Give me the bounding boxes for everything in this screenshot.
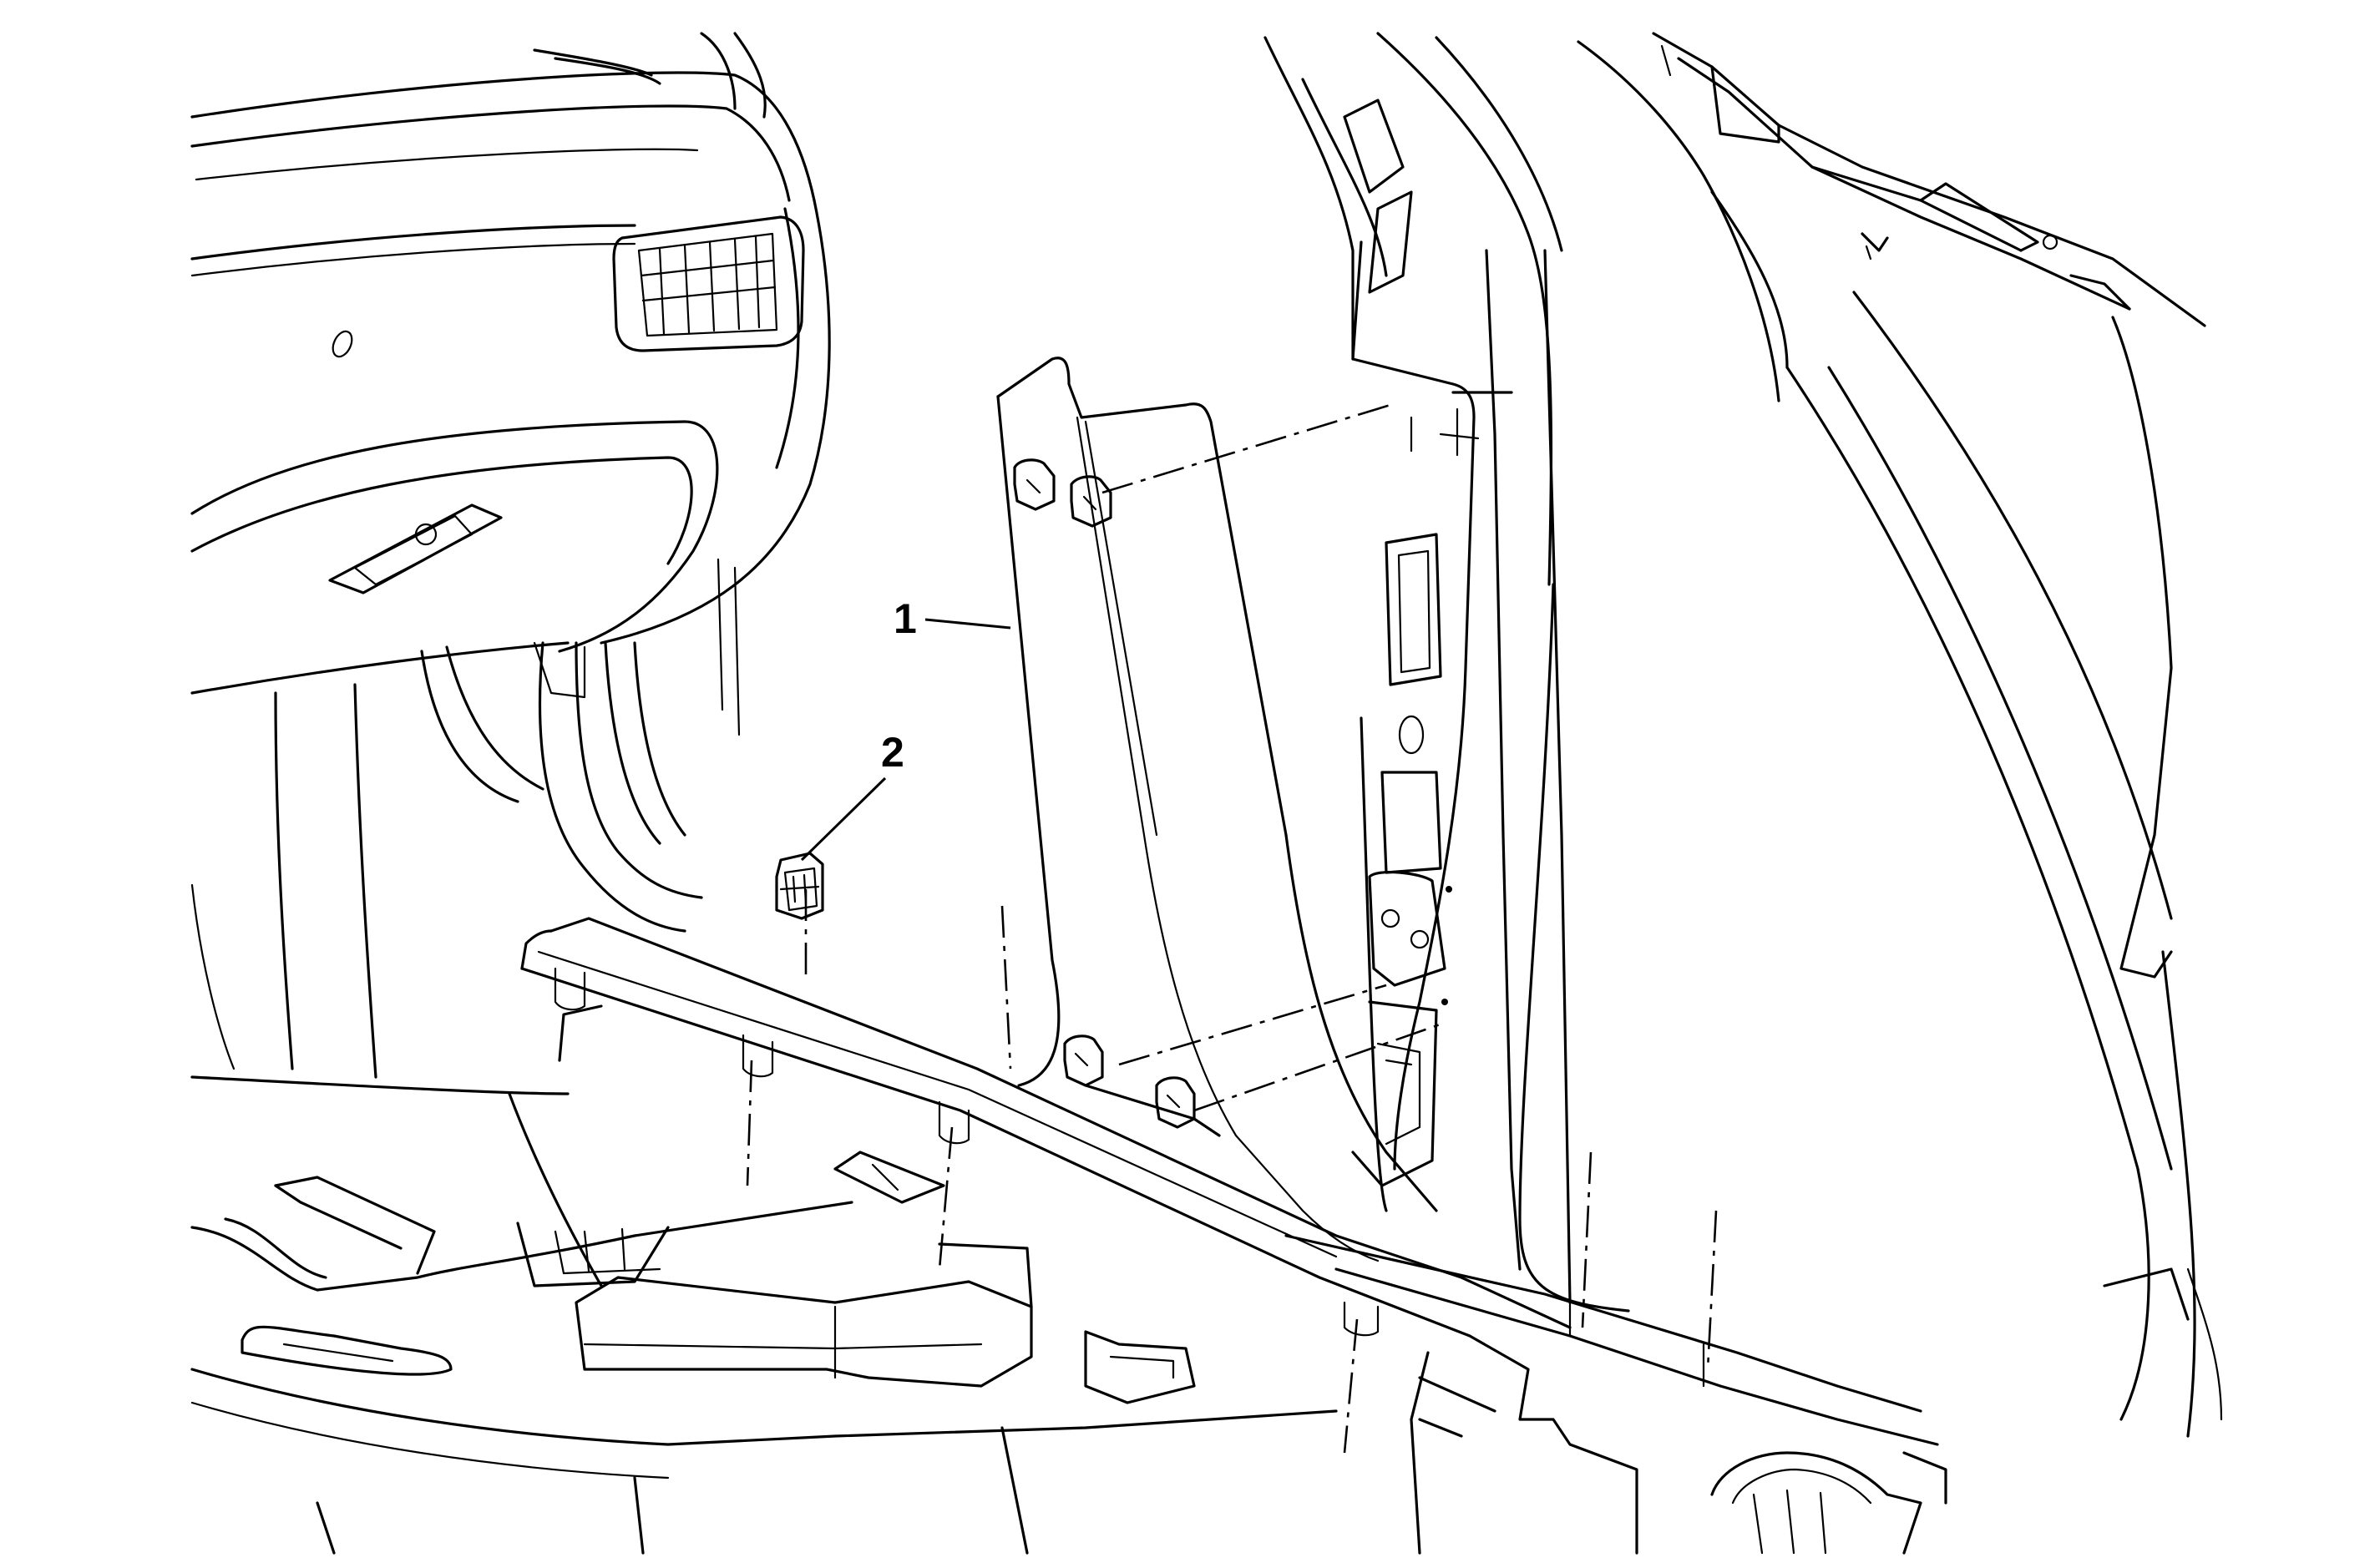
callout-2: 2 — [800, 729, 904, 862]
callout-1-label: 1 — [894, 595, 917, 642]
pillar-trim-panel — [996, 357, 1438, 1262]
callout-1: 1 — [894, 595, 1011, 642]
instrument-panel — [190, 32, 831, 695]
callout-2-leader — [800, 776, 887, 862]
floor-console — [190, 1151, 1430, 1555]
trim-clip-lower — [1063, 1034, 1196, 1129]
trim-clip-upper — [1013, 458, 1112, 528]
air-vent — [612, 215, 805, 352]
callout-1-leader — [924, 618, 1011, 630]
glovebox-handle — [328, 503, 503, 594]
door-opening — [1376, 32, 2223, 1438]
sill-plate-trim — [520, 917, 1572, 1338]
callout-2-label: 2 — [881, 729, 904, 776]
retainer-clip — [775, 852, 824, 920]
body-pillar — [1263, 36, 1572, 1304]
footwell-left — [190, 558, 741, 1287]
rocker-sill-right — [1284, 1234, 1947, 1555]
alignment-lines — [746, 403, 1718, 1454]
